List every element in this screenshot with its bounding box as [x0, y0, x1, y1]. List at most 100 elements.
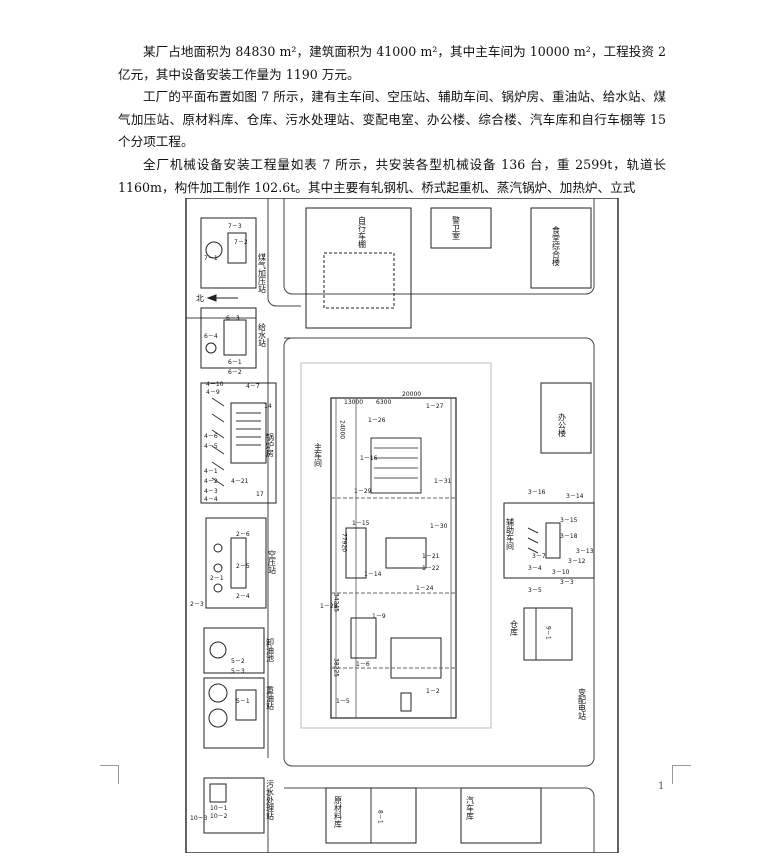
building-heavy-oil-station: [203, 627, 265, 749]
tag: 3－14: [566, 493, 584, 500]
tag: 5－2: [231, 658, 245, 665]
tag: 4－6: [204, 433, 218, 440]
label-bike-shed: 自行车棚: [358, 215, 367, 249]
label-aux-workshop: 辅助车间: [506, 517, 515, 551]
tag: 10－1: [210, 805, 228, 812]
label-sewage-station: 污水处理站: [266, 779, 275, 821]
label-water-station: 给水站: [258, 322, 267, 348]
tag: 2－5: [236, 563, 250, 570]
tag: 4－9: [206, 389, 220, 396]
label-air-compressor: 空压站: [268, 549, 277, 575]
tag: 1－27: [426, 403, 444, 410]
label-oil-unload: 卸油池: [266, 637, 275, 662]
tag: 3－5: [528, 587, 542, 594]
label-raw-material: 原材料库: [334, 796, 343, 829]
paragraph-1: 某厂占地面积为 84830 m²，建筑面积为 41000 m²，其中主车间为 1…: [118, 44, 666, 82]
label-main-workshop: 主车间: [314, 442, 323, 468]
tag: 2－4: [236, 593, 250, 600]
tag: 7－1: [204, 255, 218, 262]
tag: 1－14: [364, 571, 382, 578]
label-gas-station: 煤气加压站: [258, 252, 267, 294]
tag: 1－2: [426, 688, 440, 695]
dim: 20000: [402, 391, 421, 398]
building-warehouse: [523, 607, 573, 661]
tag: 17: [256, 491, 264, 498]
dim: 34245: [333, 593, 340, 612]
building-water-station: [200, 307, 257, 369]
factory-site-plan: 北 煤气加压站 7－1 7－2 7－3 给水站 6－4 6－3 6－1 6－2 …: [185, 198, 619, 853]
tag: 3－15: [560, 517, 578, 524]
building-office: [540, 382, 592, 454]
tag: 3－10: [552, 569, 570, 576]
tag: 1－24: [416, 585, 434, 592]
tag: 4－4: [204, 496, 218, 503]
tag: 6－3: [226, 315, 240, 322]
building-aux-workshop: [503, 502, 595, 579]
label-heavy-oil-station: 重油站: [266, 685, 275, 711]
dim: 6300: [376, 399, 391, 406]
crop-mark-left: [100, 765, 119, 784]
tag: 6－4: [204, 333, 218, 340]
tag: 3－16: [528, 489, 546, 496]
page-number: 1: [658, 781, 665, 792]
label-canteen: 食堂综合楼: [552, 225, 561, 267]
tag: 14: [264, 403, 272, 410]
tag: 9－1: [545, 626, 552, 640]
crop-mark-right: [672, 765, 691, 784]
label-guard-room: 警卫室: [452, 215, 461, 240]
dim: 38225: [333, 658, 340, 677]
paragraph-2: 工厂的平面布置如图 7 所示，建有主车间、空压站、辅助车间、锅炉房、重油站、给水…: [118, 89, 666, 150]
tag: 4－1: [204, 468, 218, 475]
tag: 4－2: [204, 478, 218, 485]
tag: 1－21: [422, 553, 440, 560]
tag: 3－13: [576, 548, 594, 555]
tag: 2－1: [210, 575, 224, 582]
paragraph-3: 全厂机械设备安装工程量如表 7 所示，共安装各型机械设备 136 台，重 259…: [118, 157, 666, 195]
tag: 10－3: [190, 815, 208, 822]
tag: 5－3: [231, 668, 245, 675]
tag: 10－2: [210, 813, 228, 820]
building-garage: [460, 787, 542, 844]
label-boiler-house: 锅炉房: [266, 432, 275, 458]
tag: 3－3: [560, 579, 574, 586]
building-gas-station: [200, 217, 257, 289]
building-canteen: [530, 207, 592, 289]
tag: 3－4: [528, 565, 542, 572]
label-substation: 变配电站: [578, 687, 587, 721]
building-raw-material: [325, 787, 417, 844]
tag: 4－5: [204, 443, 218, 450]
label-office: 办公楼: [558, 412, 567, 438]
tag: 1－15: [352, 520, 370, 527]
building-bike-shed: [305, 207, 412, 329]
tag: 4－7: [246, 383, 260, 390]
tag: 3－7: [532, 553, 546, 560]
north-arrow-icon: [206, 294, 238, 302]
tag: 2－6: [236, 531, 250, 538]
building-guard-room: [430, 207, 492, 249]
tag: 1－5: [336, 698, 350, 705]
building-main-workshop: [300, 362, 492, 729]
tag: 1－22: [422, 565, 440, 572]
north-label: 北: [196, 294, 204, 303]
label-garage: 汽车库: [466, 795, 475, 821]
tag: 8－1: [377, 810, 384, 824]
dim: 77920: [341, 533, 348, 552]
tag: 1－28: [320, 603, 338, 610]
tag: 5－1: [236, 698, 250, 705]
building-air-compressor: [205, 517, 267, 609]
tag: 3－12: [568, 558, 586, 565]
label-warehouse: 仓库: [510, 619, 519, 637]
tag: 3－18: [560, 533, 578, 540]
tag: 4－3: [204, 488, 218, 495]
tag: 1－26: [368, 417, 386, 424]
dim: 24000: [339, 420, 346, 439]
building-sewage-station: [203, 777, 265, 834]
tag: 7－3: [228, 223, 242, 230]
tag: 2－3: [190, 601, 204, 608]
site-boundary: [185, 198, 619, 853]
tag: 1－30: [430, 523, 448, 530]
tag: 6－2: [228, 369, 242, 376]
tag: 1－29: [354, 488, 372, 495]
road-network: [186, 198, 595, 853]
tag: 1－16: [360, 455, 378, 462]
